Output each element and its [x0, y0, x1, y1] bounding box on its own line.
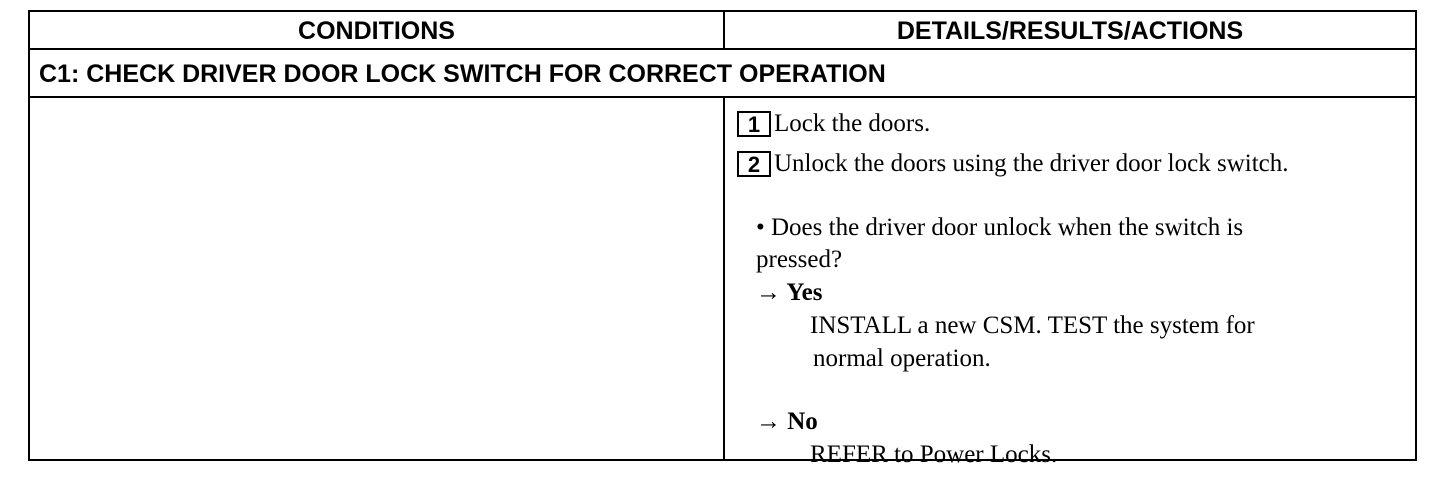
- yes-answer: → Yes: [756, 279, 823, 306]
- step-2-text: Unlock the doors using the driver door l…: [774, 150, 1289, 177]
- section-row-c1: C1: CHECK DRIVER DOOR LOCK SWITCH FOR CO…: [30, 50, 1415, 98]
- conditions-header: CONDITIONS: [30, 12, 725, 48]
- yes-action-line-2: normal operation.: [813, 345, 991, 372]
- step-number-2: 2: [737, 151, 771, 177]
- details-results-actions-header: DETAILS/RESULTS/ACTIONS: [896, 17, 1244, 45]
- step-number-1: 1: [737, 111, 771, 137]
- question-text-line-1: • Does the driver door unlock when the s…: [756, 214, 1244, 241]
- step-1-text: Lock the doors.: [774, 110, 931, 137]
- yes-action-line-1: INSTALL a new CSM. TEST the system for: [810, 312, 1255, 339]
- step-2: 2 Unlock the doors using the driver door…: [737, 149, 1289, 179]
- no-action: REFER to Power Locks.: [810, 441, 1058, 468]
- conditions-cell: [30, 98, 725, 459]
- section-title-c1: C1: CHECK DRIVER DOOR LOCK SWITCH FOR CO…: [39, 60, 886, 88]
- diagnostic-table: CONDITIONS DETAILS/RESULTS/ACTIONS C1: C…: [28, 10, 1417, 468]
- details-cell: 1 Lock the doors. 2 Unlock the doors usi…: [725, 98, 1415, 468]
- no-answer: → No: [756, 408, 818, 435]
- question-text-line-2: pressed?: [756, 246, 843, 273]
- table-header-row: CONDITIONS DETAILS/RESULTS/ACTIONS: [30, 12, 1415, 50]
- step-1: 1 Lock the doors.: [737, 109, 930, 139]
